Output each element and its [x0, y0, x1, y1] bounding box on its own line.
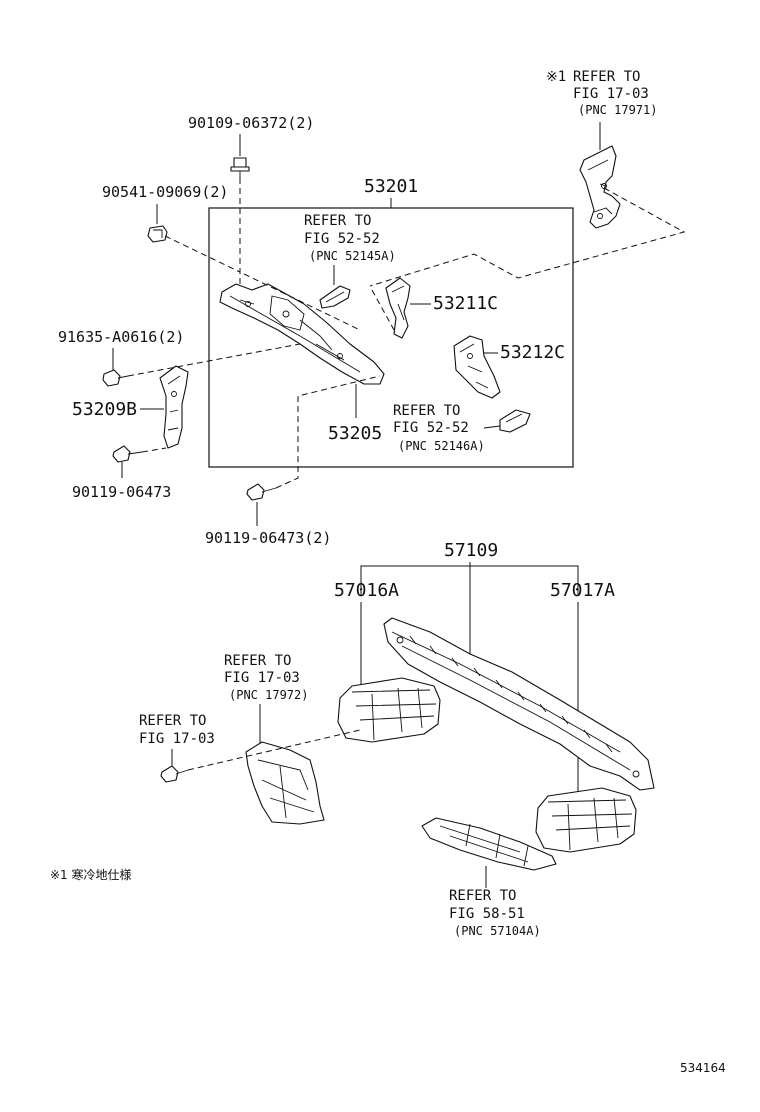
- nut-icon: [147, 225, 168, 243]
- part-label-90119-single: 90119-06473: [72, 483, 171, 501]
- side-panel-17972: [245, 741, 325, 825]
- part-label-91635: 91635-A0616(2): [58, 328, 184, 346]
- part-label-90119-double: 90119-06473(2): [205, 529, 331, 547]
- bolt-icon: [160, 765, 189, 783]
- dashed-guide: [369, 187, 686, 287]
- bolt-icon: [230, 157, 250, 178]
- ref-pnc-label: (PNC 52146A): [398, 439, 485, 453]
- refer-to-text: REFER TO: [573, 69, 640, 85]
- part-label-57016a: 57016A: [334, 580, 399, 601]
- bracket-53209b: [159, 365, 189, 449]
- dashed-guide: [243, 273, 361, 331]
- part-label-90109: 90109-06372(2): [188, 114, 314, 132]
- radiator-support-upper-53205: [219, 283, 385, 385]
- part-label-57109: 57109: [444, 540, 498, 561]
- bracket-53212c: [453, 335, 501, 399]
- dashed-guide: [275, 375, 381, 489]
- under-cover-57104a: [421, 817, 557, 871]
- dashed-guide: [164, 235, 241, 273]
- crossmember-57109: [383, 617, 655, 791]
- bolt-icon: [102, 369, 129, 387]
- diagram-id: 534164: [680, 1061, 726, 1075]
- ref-fig-label: FIG 52-52: [393, 420, 469, 436]
- bracket-53211c: [385, 277, 411, 339]
- bracket-52146a: [499, 409, 531, 433]
- refer-to-text: REFER TO: [304, 213, 371, 229]
- refer-to-text: REFER TO: [139, 713, 206, 729]
- refer-to-text: REFER TO: [393, 403, 460, 419]
- part-label-90541: 90541-09069(2): [102, 183, 228, 201]
- part-label-53209b: 53209B: [72, 399, 137, 420]
- cold-area-bracket-17971: [579, 145, 621, 229]
- ref-fig-label: FIG 17-03: [139, 731, 215, 747]
- assembly-box-53201: [208, 207, 574, 468]
- part-label-57017a: 57017A: [550, 580, 615, 601]
- part-label-53212c: 53212C: [500, 342, 565, 363]
- bracket-52145a: [319, 285, 351, 309]
- reinforcement-57016a: [337, 677, 441, 743]
- ref-fig-label: FIG 52-52: [304, 231, 380, 247]
- ref-pnc-label: (PNC 52145A): [309, 249, 396, 263]
- ref-fig-label: FIG 17-03: [224, 670, 300, 686]
- ref-pnc-label: (PNC 17971): [578, 103, 657, 117]
- cold-spec-mark: ※1: [546, 69, 566, 85]
- part-label-53201: 53201: [364, 176, 418, 197]
- dashed-guide: [141, 447, 167, 453]
- refer-to-text: REFER TO: [449, 888, 516, 904]
- footnote-cold-area: ※1 寒冷地仕様: [50, 867, 132, 882]
- ref-pnc-label: (PNC 17972): [229, 688, 308, 702]
- ref-fig-label: FIG 58-51: [449, 906, 525, 922]
- bolt-icon: [112, 445, 143, 463]
- bolt-icon: [246, 483, 277, 501]
- ref-pnc-label: (PNC 57104A): [454, 924, 541, 938]
- part-label-53211c: 53211C: [433, 293, 498, 314]
- part-label-53205: 53205: [328, 423, 382, 444]
- dashed-guide: [127, 343, 301, 377]
- dashed-guide: [371, 289, 395, 331]
- leader-line: [483, 425, 501, 429]
- reinforcement-57017a: [535, 787, 637, 853]
- refer-to-text: REFER TO: [224, 653, 291, 669]
- ref-fig-label: FIG 17-03: [573, 86, 649, 102]
